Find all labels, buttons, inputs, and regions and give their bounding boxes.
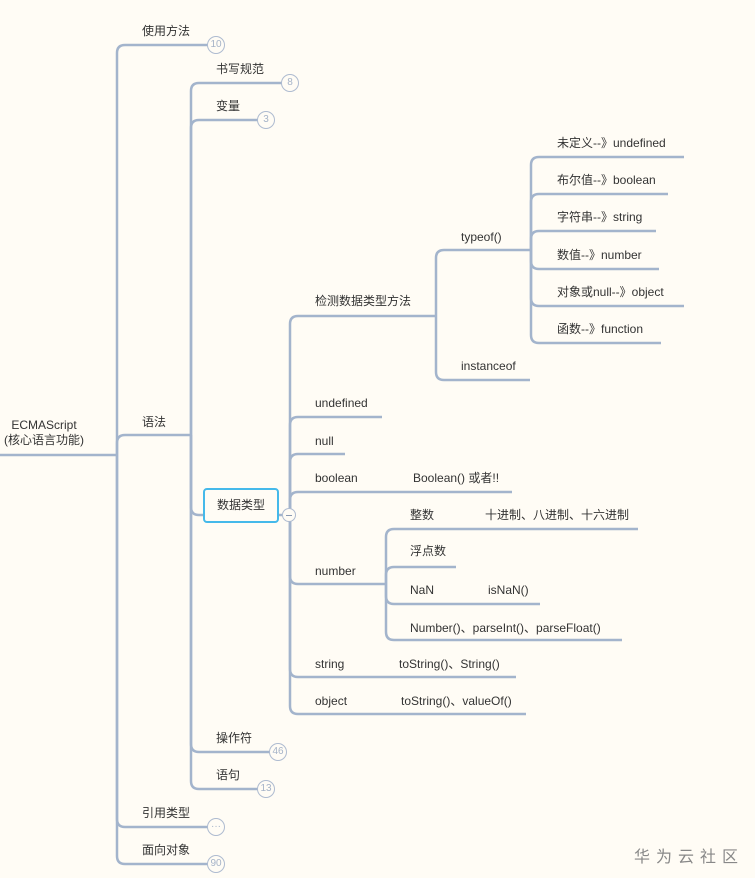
connector-line [288,515,516,679]
node-typeof-result[interactable]: 布尔值--》boolean [557,173,656,187]
connector-line [384,527,638,584]
node-string[interactable]: string [315,657,345,671]
node-object-note[interactable]: toString()、valueOf() [401,694,512,708]
connector-line [384,565,456,584]
connector-line [529,155,684,250]
node-number[interactable]: number [315,564,356,578]
node-integer-note[interactable]: 十进制、八进制、十六进制 [485,508,630,522]
node-variables[interactable]: 变量 [216,99,241,113]
connector-line [529,192,668,250]
node-integer[interactable]: 整数 [410,508,435,522]
node-typeof-result[interactable]: 对象或null--》object [557,285,664,299]
root-node[interactable]: ECMAScript (核心语言功能) [0,418,88,448]
connector-line [434,248,531,316]
node-string-note[interactable]: toString()、String() [399,657,500,671]
node-statements[interactable]: 语句 [216,768,241,782]
node-typeof-result[interactable]: 字符串--》string [557,210,643,224]
connector-line [189,435,270,754]
connector-line [115,455,208,829]
collapsed-count-badge[interactable]: 90 [207,855,225,873]
connector-line [434,316,530,382]
watermark: 华为云社区 [634,849,745,866]
connector-line [189,435,258,791]
connector-line [384,584,622,642]
connector-line [288,490,512,515]
connector-line [288,515,526,716]
connector-line [189,118,258,435]
connector-line [288,415,382,515]
connector-line [288,314,436,515]
node-reference-types[interactable]: 引用类型 [142,806,191,820]
connector-line [529,229,656,250]
node-object[interactable]: object [315,694,348,708]
node-typeof-result[interactable]: 数值--》number [557,248,642,262]
connector-line [288,452,345,515]
node-undefined[interactable]: undefined [315,396,368,410]
connector-line [115,433,190,455]
node-typeof[interactable]: typeof() [461,230,502,244]
node-nan[interactable]: NaN [410,583,435,597]
node-writing-rules[interactable]: 书写规范 [216,62,265,76]
node-isnan[interactable]: isNaN() [488,583,529,597]
node-detect-type[interactable]: 检测数据类型方法 [315,294,412,308]
collapsed-count-badge[interactable]: 46 [269,743,287,761]
collapsed-count-badge[interactable]: 13 [257,780,275,798]
node-oop[interactable]: 面向对象 [142,843,191,857]
collapse-minus-icon[interactable] [282,508,296,522]
collapsed-count-badge[interactable]: 8 [281,74,299,92]
collapsed-count-badge[interactable]: 10 [207,36,225,54]
connector-line [115,455,208,866]
connector-line [529,250,661,345]
connector-line [115,43,208,455]
node-null[interactable]: null [315,434,334,448]
node-operators[interactable]: 操作符 [216,731,253,745]
node-conversion[interactable]: Number()、parseInt()、parseFloat() [410,621,601,635]
collapsed-count-badge[interactable]: 3 [257,111,275,129]
node-usage[interactable]: 使用方法 [142,24,191,38]
node-instanceof[interactable]: instanceof [461,359,516,373]
node-typeof-result[interactable]: 函数--》function [557,322,644,336]
node-boolean[interactable]: boolean [315,471,358,485]
node-float[interactable]: 浮点数 [410,544,447,558]
connector-line [189,81,282,435]
node-typeof-result[interactable]: 未定义--》undefined [557,136,666,150]
root-label: ECMAScript [11,418,77,432]
node-data-types-selected[interactable]: 数据类型 [203,488,279,523]
node-boolean-note[interactable]: Boolean() 或者!! [413,471,500,485]
root-sublabel: (核心语言功能) [4,433,84,447]
node-syntax[interactable]: 语法 [142,415,167,429]
collapsed-more-badge[interactable]: ··· [207,818,225,836]
